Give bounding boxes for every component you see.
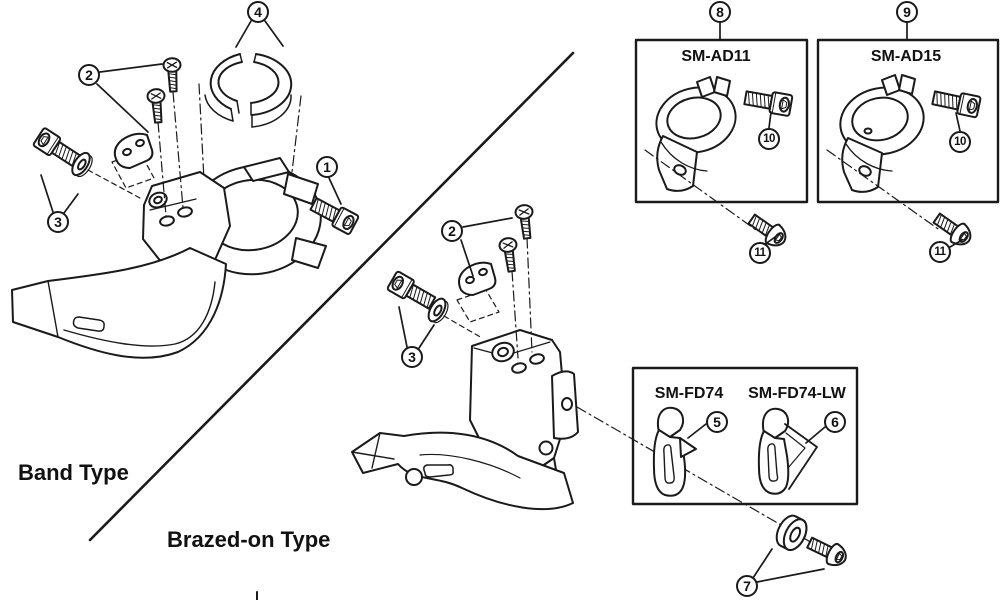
adapter-box-ad11 <box>634 38 809 252</box>
callout-leader-lines <box>40 20 963 583</box>
callout-2-brazed: 2 <box>441 220 463 242</box>
section-separator-line <box>88 51 575 542</box>
callout-6: 6 <box>824 411 846 433</box>
callout-9: 9 <box>896 1 918 23</box>
band-derailleur-drawing <box>11 157 327 359</box>
callout-2-band: 2 <box>78 64 100 86</box>
callout-11-ad15: 11 <box>929 241 951 263</box>
callout-7: 7 <box>736 575 758 597</box>
band-screws-plate-drawing <box>111 56 184 217</box>
adapter-box-ad15 <box>816 38 1000 251</box>
clamp-shim-drawing <box>204 53 293 128</box>
callout-3-band: 3 <box>47 211 69 233</box>
callout-5: 5 <box>706 411 728 433</box>
part-label-sm-ad15: SM-AD15 <box>870 48 942 65</box>
band-type-label: Band Type <box>18 460 129 485</box>
callout-4: 4 <box>247 1 269 23</box>
brazed-derailleur-drawing <box>351 329 579 511</box>
callout-3-brazed: 3 <box>401 346 423 368</box>
callout-11-ad11: 11 <box>749 242 771 264</box>
backup-plate-box <box>576 366 859 552</box>
part-label-sm-ad11: SM-AD11 <box>681 48 751 65</box>
part-label-sm-fd74: SM-FD74 <box>654 385 724 402</box>
band-bolt-washer-drawing <box>31 126 141 199</box>
brazed-bolt-washer-drawing <box>385 269 483 339</box>
callout-8: 8 <box>709 1 731 23</box>
brazed-screws-plate-drawing <box>456 203 537 359</box>
callout-10-ad15: 10 <box>949 131 971 153</box>
spacer-bolt-drawing <box>775 514 851 571</box>
part-label-sm-fd74-lw: SM-FD74-LW <box>748 385 846 402</box>
brazed-on-type-label: Brazed-on Type <box>167 527 331 552</box>
band-projection-lines <box>198 83 302 181</box>
callout-10-ad11: 10 <box>758 128 780 150</box>
callout-1: 1 <box>316 156 338 178</box>
